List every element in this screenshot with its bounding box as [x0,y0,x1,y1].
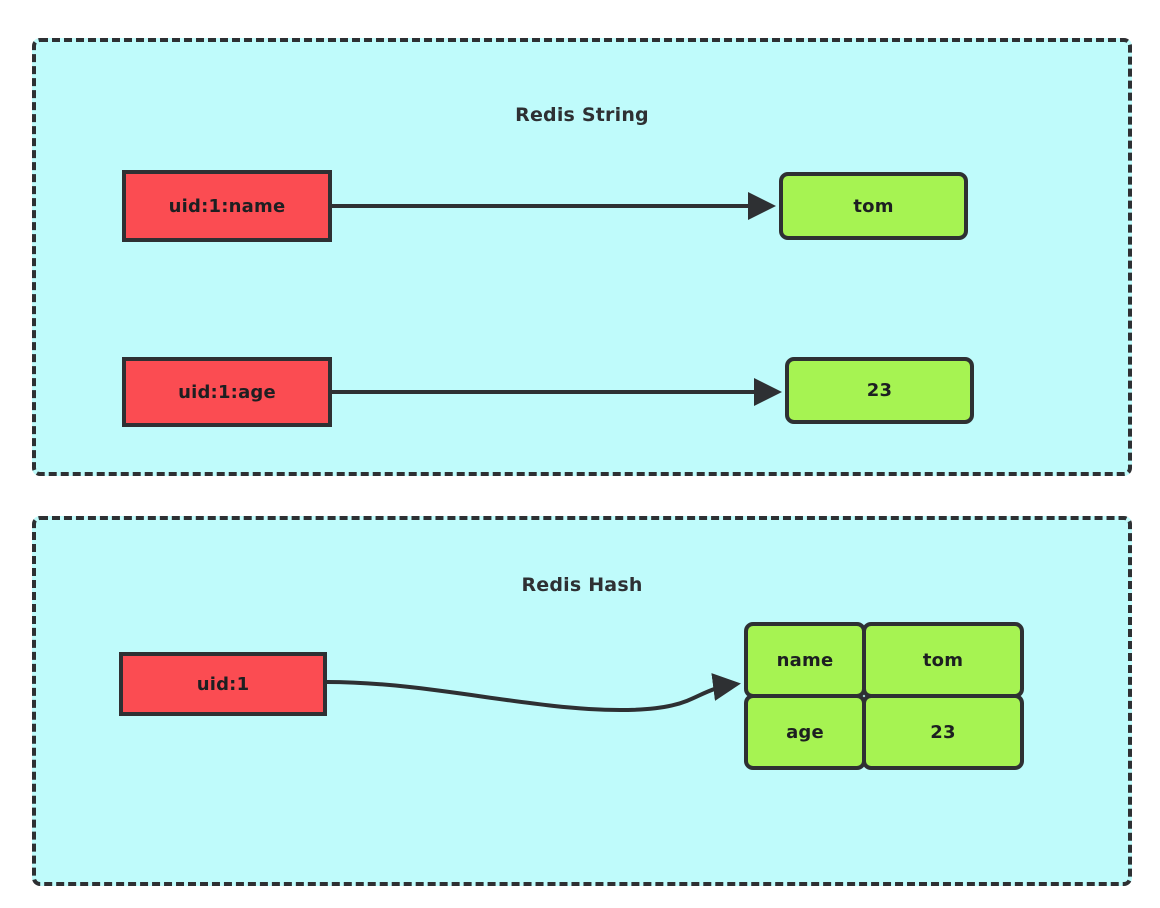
hash-field-age-cell: age [744,694,866,770]
hash-field-name-cell: name [744,622,866,698]
key-box-uid-1-name: uid:1:name [122,170,332,242]
hash-value-name-cell: tom [862,622,1024,698]
value-box-tom: tom [779,172,968,240]
key-box-uid-1-age: uid:1:age [122,357,332,427]
hash-value-age-cell: 23 [862,694,1024,770]
value-box-23: 23 [785,357,974,424]
panel-title-redis-string: Redis String [515,104,649,126]
key-box-uid-1: uid:1 [119,652,327,716]
panel-title-redis-hash: Redis Hash [521,574,643,596]
